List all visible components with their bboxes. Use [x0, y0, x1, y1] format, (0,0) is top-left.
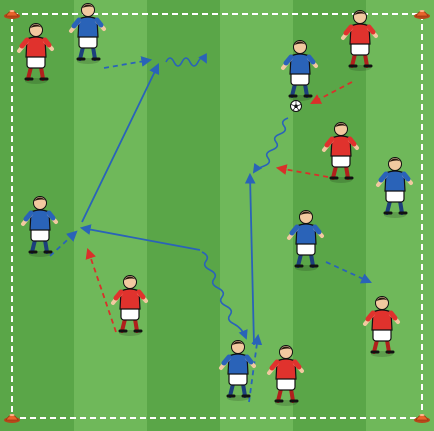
football-ball: [291, 101, 302, 112]
